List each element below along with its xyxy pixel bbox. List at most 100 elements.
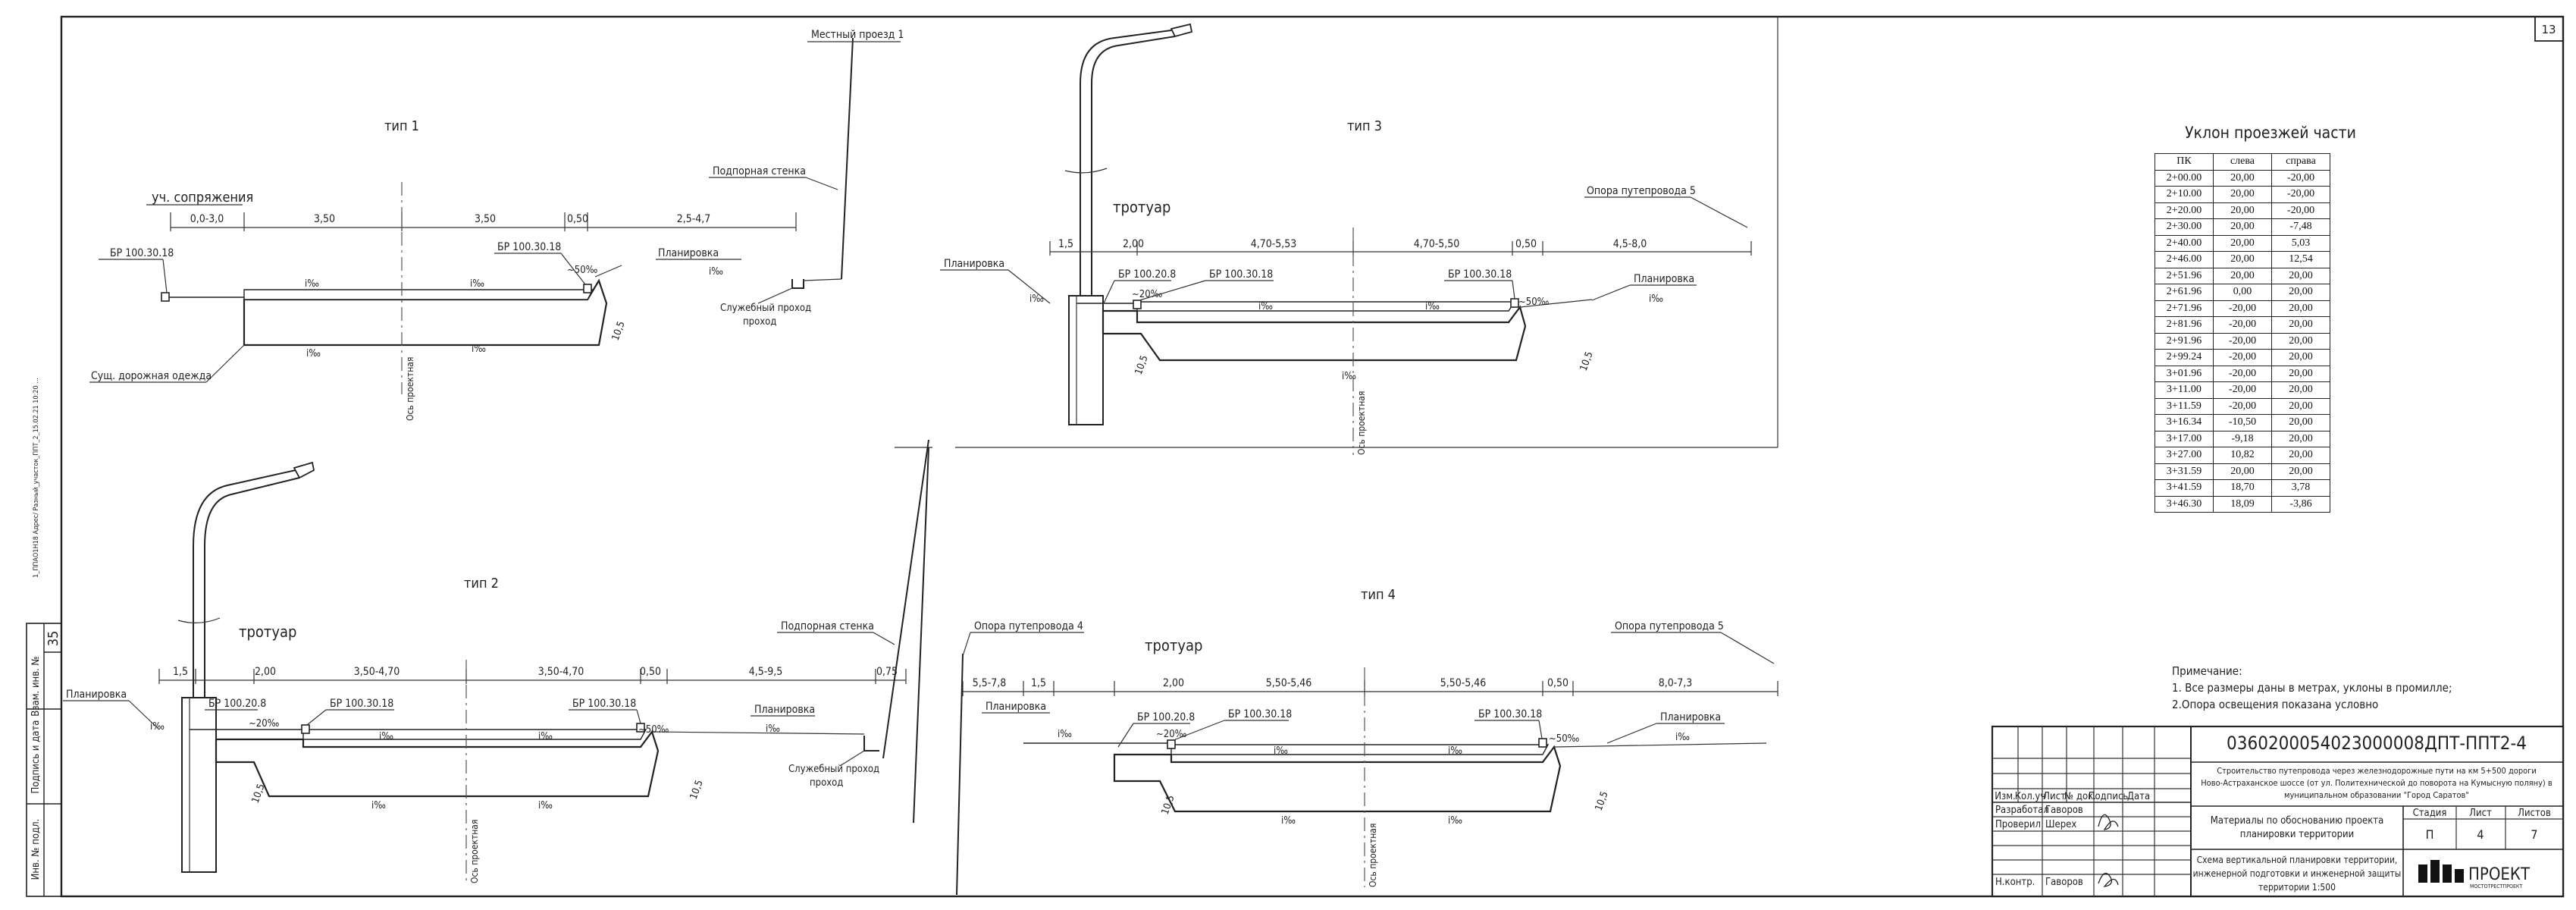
table-cell: 2+30.00 xyxy=(2155,218,2214,236)
table-cell: 2+81.96 xyxy=(2155,316,2214,334)
margin-file-ref: 1_ППАО1Н18 Адрес/ Разный_участок_ППТ_2_1… xyxy=(33,378,40,578)
sheet-number: 13 xyxy=(2541,23,2556,36)
table-cell: 3+11.00 xyxy=(2155,381,2214,399)
type2-plan-left: Планировка xyxy=(66,689,127,701)
stamp-head-2: Лист xyxy=(2043,791,2066,802)
type3-pier-label: Опора путепровода 5 xyxy=(1587,185,1696,197)
stamp-desc-2: муниципальном образовании "Город Саратов… xyxy=(2284,790,2469,800)
table-cell: 12,54 xyxy=(2271,251,2330,268)
type1-title: тип 1 xyxy=(384,118,419,134)
type2-axis-label: Ось проектная xyxy=(469,820,480,883)
table-cell: -20,00 xyxy=(2213,381,2272,399)
type1-curb-left: БР 100.30.18 xyxy=(110,247,174,259)
type4-curb-0: БР 100.20.8 xyxy=(1137,711,1195,723)
table-cell: -20,00 xyxy=(2213,365,2272,382)
type2-slope-5: i‰ xyxy=(371,800,386,811)
stamp-stage-head-0: Стадия xyxy=(2413,808,2447,819)
type2-curb-0: БР 100.20.8 xyxy=(208,698,266,710)
stamp-name-1: Шерех xyxy=(2045,819,2076,830)
table-cell: 20,00 xyxy=(2213,186,2272,203)
table-cell: 20,00 xyxy=(2213,234,2272,252)
stamp-role-2: Н.контр. xyxy=(1995,877,2035,888)
type4-curb-1: БР 100.30.18 xyxy=(1228,708,1292,720)
table-cell: -20,00 xyxy=(2271,169,2330,187)
margin-inventory-label: Инв. № подл. xyxy=(30,819,42,880)
type2-title: тип 2 xyxy=(464,576,499,592)
stamp-sheet-title-2: территории 1:500 xyxy=(2258,882,2336,893)
type2-dim-4: 0,50 xyxy=(640,666,661,678)
type2-slope-6: i‰ xyxy=(538,800,553,811)
sheet-number-box xyxy=(2534,16,2564,42)
type1-slope-6: 10,5 xyxy=(610,320,628,343)
type2-slope-2: i‰ xyxy=(379,731,393,742)
type4-dim-2: 2,00 xyxy=(1163,677,1184,689)
type3-dim-5: 4,5-8,0 xyxy=(1613,238,1647,250)
stamp-section-0: Материалы по обоснованию проекта xyxy=(2211,815,2384,827)
margin-inventory-number: 35 xyxy=(45,631,61,647)
table-cell: 20,00 xyxy=(2271,316,2330,334)
table-cell: 3+16.34 xyxy=(2155,414,2214,431)
type4-pier-left: Опора путепровода 4 xyxy=(974,620,1083,632)
stamp-code: 0360200054023000008ДПТ-ППТ2-4 xyxy=(2227,733,2527,754)
type3-slope-3: i‰ xyxy=(1425,301,1440,312)
type3-slope-1: ~20‰ xyxy=(1132,289,1163,300)
signature-normcontrol xyxy=(2098,872,2119,887)
type1-dim-2: 3,50 xyxy=(475,213,496,225)
type4-plan-right: Планировка xyxy=(1660,711,1721,723)
slope-table-title: Уклон проезжей части xyxy=(2185,124,2356,142)
stamp-stage-val-1: 4 xyxy=(2477,827,2484,842)
table-cell: 2+91.96 xyxy=(2155,332,2214,350)
table-cell: 2+40.00 xyxy=(2155,234,2214,252)
type3-slope-5: i‰ xyxy=(1342,371,1356,382)
table-cell: 0,00 xyxy=(2213,284,2272,301)
table-cell: 20,00 xyxy=(2271,365,2330,382)
type3-axis-label: Ось проектная xyxy=(1356,391,1367,455)
table-cell: 20,00 xyxy=(2271,349,2330,366)
table-cell: -10,50 xyxy=(2213,414,2272,431)
company-logo: ПРОЕКТ МОСТОТРЕСТПРОЕКТ xyxy=(2418,860,2531,890)
type4-slope-2: i‰ xyxy=(1274,745,1288,757)
stamp-role-1: Проверил xyxy=(1995,819,2041,830)
margin-signature-label: Подпись и дата xyxy=(30,720,42,794)
type2-dim-6: 0,75 xyxy=(876,666,898,678)
stamp-head-4: Подпись xyxy=(2089,791,2129,802)
type4-slope-5: i‰ xyxy=(1281,815,1296,827)
table-cell: 20,00 xyxy=(2213,202,2272,219)
type3-dim-4: 0,50 xyxy=(1515,238,1537,250)
type4-slope-4: ~50‰ xyxy=(1549,733,1580,745)
section-type2: тип 2 тротуар 1,5 2,00 3,50-4,70 3,50-4,… xyxy=(63,439,929,883)
type3-curb-0: БР 100.20.8 xyxy=(1118,268,1176,281)
table-cell: 3,78 xyxy=(2271,479,2330,497)
notes-item-1: 1. Все размеры даны в метрах, уклоны в п… xyxy=(2172,681,2452,695)
type4-dim-1: 1,5 xyxy=(1031,677,1046,689)
type1-dim-0: 0,0-3,0 xyxy=(190,213,224,225)
stamp-sheet-title-0: Схема вертикальной планировки территории… xyxy=(2197,855,2398,865)
type1-plan-label: Планировка xyxy=(658,247,719,259)
table-cell: 20,00 xyxy=(2271,284,2330,301)
type1-existing-label: Сущ. дорожная одежда xyxy=(91,370,212,382)
table-cell: 10,82 xyxy=(2213,447,2272,464)
type1-dim-3: 0,50 xyxy=(567,213,588,225)
type2-service-label: Служебный проход xyxy=(788,764,879,775)
table-cell: 20,00 xyxy=(2213,251,2272,268)
stamp-stage-head-2: Листов xyxy=(2518,808,2551,819)
table-cell: 3+41.59 xyxy=(2155,479,2214,497)
type4-sidewalk-label: тротуар xyxy=(1145,636,1202,654)
type4-dim-6: 8,0-7,3 xyxy=(1659,677,1693,689)
type3-slope-6: i‰ xyxy=(1649,293,1663,305)
type1-local-road-label: Местный проезд 1 xyxy=(811,29,904,41)
type4-dim-0: 5,5-7,8 xyxy=(973,677,1007,689)
stamp-name-2: Гаворов xyxy=(2045,877,2083,888)
table-cell: 20,00 xyxy=(2271,414,2330,431)
type3-curb-2: БР 100.30.18 xyxy=(1448,268,1512,281)
